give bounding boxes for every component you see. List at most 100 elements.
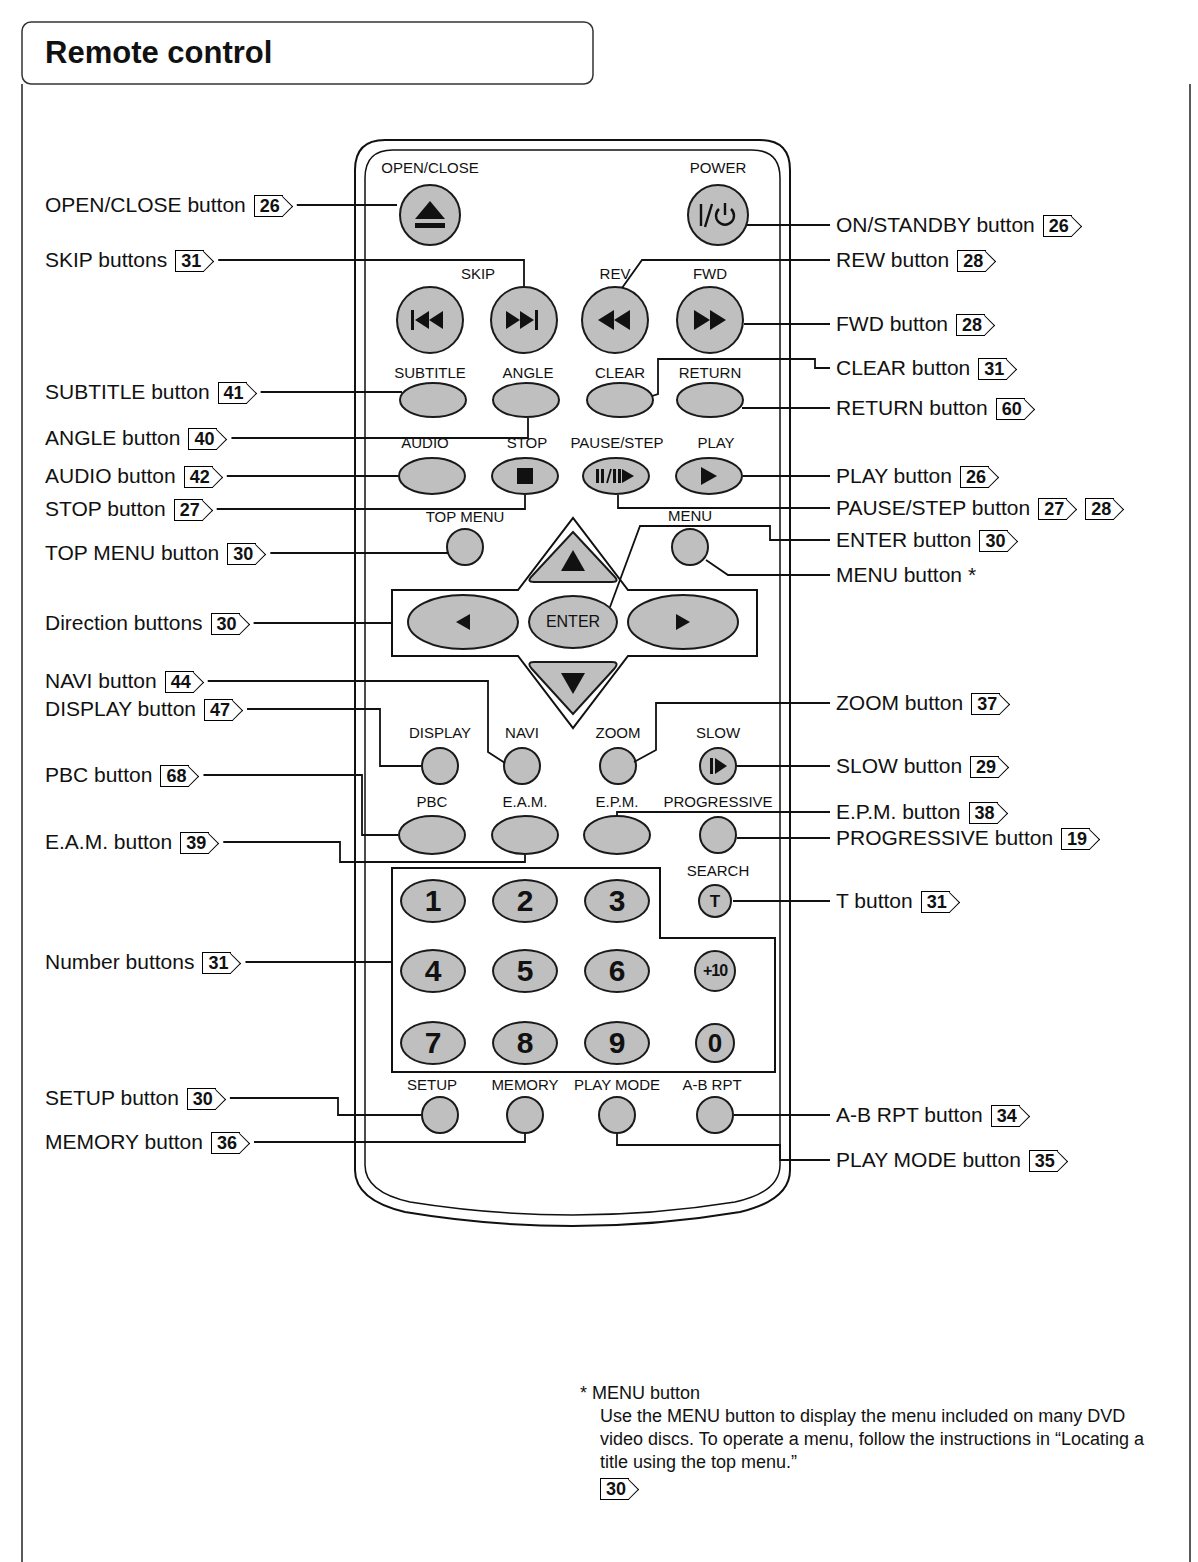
button-text: 0 — [708, 1030, 722, 1056]
footnote-text: Use the MENU button to display the menu … — [580, 1405, 1170, 1474]
leader-line — [734, 1114, 830, 1116]
footnote-ref-row: 30 — [580, 1477, 1180, 1500]
callout: SLOW button29 — [836, 753, 1009, 779]
button-text: T — [710, 893, 720, 910]
page-ref: 27 — [1038, 498, 1067, 520]
callout-text: ANGLE button — [45, 426, 180, 449]
leader-line — [208, 681, 505, 763]
button-label: E.P.M. — [595, 793, 638, 810]
leader-line — [618, 495, 830, 508]
number-button: T — [698, 884, 732, 918]
leader-line — [254, 622, 392, 624]
callout-text: SETUP button — [45, 1086, 179, 1109]
page-ref: 27 — [174, 499, 203, 521]
button-text: ENTER — [546, 614, 600, 630]
leader-line — [652, 359, 830, 396]
button-label: SUBTITLE — [394, 364, 466, 381]
callout: DISPLAY button47 — [45, 696, 243, 722]
callout: FWD button28 — [836, 311, 995, 337]
callout: REW button 28 — [836, 247, 996, 273]
number-button: 6 — [584, 949, 650, 993]
page-ref: 39 — [180, 832, 209, 854]
button-text: 6 — [609, 956, 626, 986]
callout: PROGRESSIVE button19 — [836, 825, 1100, 851]
button-label: STOP — [507, 434, 548, 451]
page-ref: 34 — [991, 1105, 1020, 1127]
button-label: RETURN — [679, 364, 742, 381]
button-text: 1 — [425, 886, 442, 916]
callout-text: STOP button — [45, 497, 166, 520]
button-label: TOP MENU — [426, 508, 505, 525]
callout: MEMORY button36 — [45, 1129, 250, 1155]
leader-line — [747, 224, 830, 226]
leader-line — [733, 900, 830, 902]
page-ref: 60 — [996, 398, 1025, 420]
callout: Number buttons31 — [45, 949, 241, 975]
callout-text: MENU button * — [836, 563, 976, 586]
callout: ZOOM button37 — [836, 690, 1010, 716]
page-ref: 31 — [175, 250, 204, 272]
callout: SKIP buttons31 — [45, 247, 214, 273]
callout-text: RETURN button — [836, 396, 988, 419]
page-ref: 30 — [600, 1478, 629, 1500]
callout: PLAY MODE button35 — [836, 1147, 1068, 1173]
page-ref: 47 — [204, 699, 233, 721]
page-ref: 31 — [202, 952, 231, 974]
callout-text: REW button — [836, 248, 949, 271]
button-text: 8 — [517, 1028, 534, 1058]
number-button: 0 — [695, 1023, 735, 1063]
callout: OPEN/CLOSE button 26 — [45, 192, 293, 218]
callout: CLEAR button 31 — [836, 355, 1017, 381]
page-ref: 30 — [227, 543, 256, 565]
callout-text: PBC button — [45, 763, 152, 786]
leader-line — [217, 495, 525, 509]
callout: SUBTITLE button41 — [45, 379, 257, 405]
footnote: * MENU buttonUse the MENU button to disp… — [580, 1382, 1180, 1500]
page-ref: 30 — [187, 1088, 216, 1110]
button-text: +10 — [703, 963, 727, 979]
number-button: 7 — [400, 1021, 466, 1065]
button-label: PBC — [417, 793, 448, 810]
page-ref: 31 — [978, 358, 1007, 380]
title-text: Remote control — [45, 35, 272, 71]
number-button: 2 — [492, 879, 558, 923]
callout: RETURN button 60 — [836, 395, 1035, 421]
page-ref: 28 — [957, 250, 986, 272]
leader-line — [617, 1134, 830, 1160]
button-label: CLEAR — [595, 364, 645, 381]
callout-text: CLEAR button — [836, 356, 970, 379]
page-ref: 38 — [969, 802, 998, 824]
callout: TOP MENU button30 — [45, 540, 266, 566]
leader-line — [743, 475, 830, 477]
callout: SETUP button 30 — [45, 1085, 226, 1111]
button-label: OPEN/CLOSE — [381, 159, 479, 176]
number-button: +10 — [694, 950, 736, 992]
button-label: PROGRESSIVE — [663, 793, 772, 810]
page-ref: 26 — [254, 195, 283, 217]
leader-line — [247, 709, 421, 766]
page-ref: 68 — [160, 765, 189, 787]
button-label: MEMORY — [491, 1076, 558, 1093]
callout-text: ON/STANDBY button — [836, 213, 1035, 236]
leader-line — [230, 1098, 421, 1115]
leader-line — [203, 775, 398, 835]
page-ref: 44 — [165, 671, 194, 693]
callout-text: OPEN/CLOSE button — [45, 193, 246, 216]
page-ref: 40 — [188, 428, 217, 450]
callout: PBC button 68 — [45, 762, 199, 788]
button-label: E.A.M. — [502, 793, 547, 810]
page-ref: 36 — [211, 1132, 240, 1154]
footnote-heading: * MENU button — [580, 1382, 1180, 1405]
callout: PLAY button26 — [836, 463, 999, 489]
callout: PAUSE/STEP button2728 — [836, 495, 1124, 521]
leader-line — [297, 204, 397, 206]
leader-line — [231, 418, 528, 438]
callout: E.P.M. button38 — [836, 799, 1008, 825]
leader-line — [742, 407, 830, 409]
page-ref: 35 — [1029, 1150, 1058, 1172]
callout-text: T button — [836, 889, 913, 912]
leader-line — [218, 260, 524, 286]
callout-text: SLOW button — [836, 754, 962, 777]
number-button: 3 — [584, 879, 650, 923]
callout: A-B RPT button34 — [836, 1102, 1030, 1128]
